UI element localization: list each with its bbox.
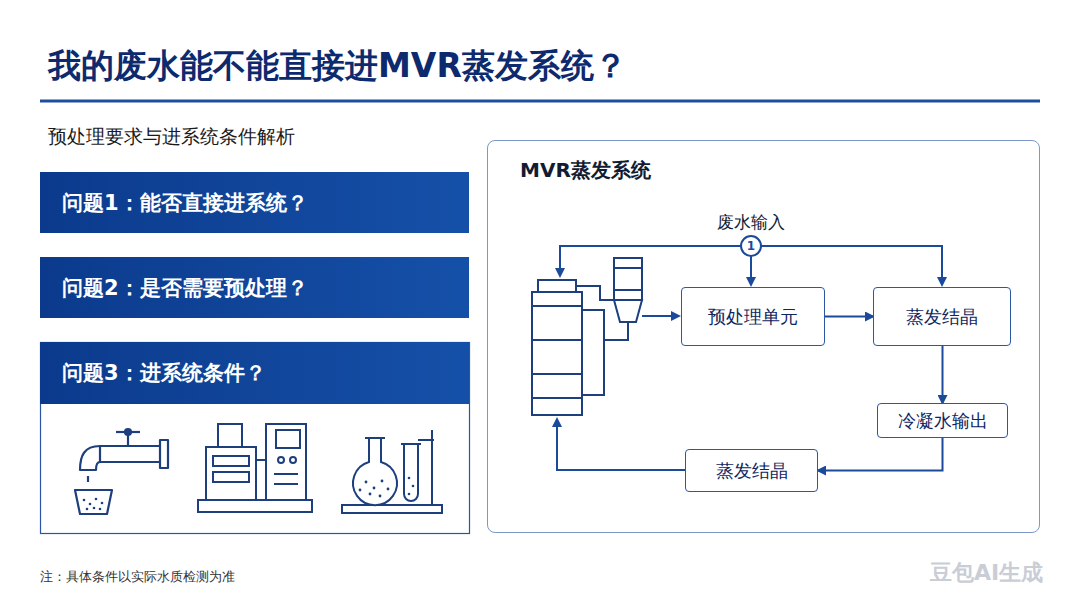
icon-panel xyxy=(41,343,470,534)
process-box: 蒸发结晶 xyxy=(873,287,1011,346)
system-panel: MVR蒸发系统预处理单元蒸发结晶冷凝水输出蒸发结晶 xyxy=(487,140,1040,533)
flow-arrow xyxy=(825,316,873,318)
process-box: 预处理单元 xyxy=(681,287,825,346)
node-label: 预处理单元 xyxy=(708,305,798,329)
question-band: 问题1：能否直接进系统？ xyxy=(40,172,469,233)
panel-heading: MVR蒸发系统 xyxy=(520,157,651,184)
node-label: 蒸发结晶 xyxy=(906,305,978,329)
machine-icon xyxy=(198,424,312,512)
node-label: 问题1：能否直接进系统？ xyxy=(62,189,308,217)
evaporator-illustration xyxy=(532,258,642,415)
footnote: 注：具体条件以实际水质检测为准 xyxy=(40,568,235,586)
glassware-icon xyxy=(342,430,442,513)
question-band: 问题3：进系统条件？ xyxy=(40,342,469,404)
title-rule xyxy=(40,100,1040,103)
question-band: 问题2：是否需要预处理？ xyxy=(40,257,469,318)
callout-number: 1 xyxy=(747,239,755,253)
faucet-icon xyxy=(75,429,168,514)
flow-arrow xyxy=(942,346,944,403)
node-label: 问题3：进系统条件？ xyxy=(62,359,266,387)
page-title: 我的废水能不能直接进MVR蒸发系统？ xyxy=(48,44,627,89)
node-label: 蒸发结晶 xyxy=(716,459,788,483)
process-box: 蒸发结晶 xyxy=(685,449,818,492)
flow-arrow xyxy=(818,438,943,471)
subtitle: 预处理要求与进系统条件解析 xyxy=(48,124,295,150)
node-label: 问题2：是否需要预处理？ xyxy=(62,274,308,302)
input-label: 废水输入 xyxy=(717,211,785,234)
output-box: 冷凝水输出 xyxy=(877,403,1008,438)
node-label: 冷凝水输出 xyxy=(898,409,988,433)
watermark: 豆包AI生成 xyxy=(930,558,1043,588)
